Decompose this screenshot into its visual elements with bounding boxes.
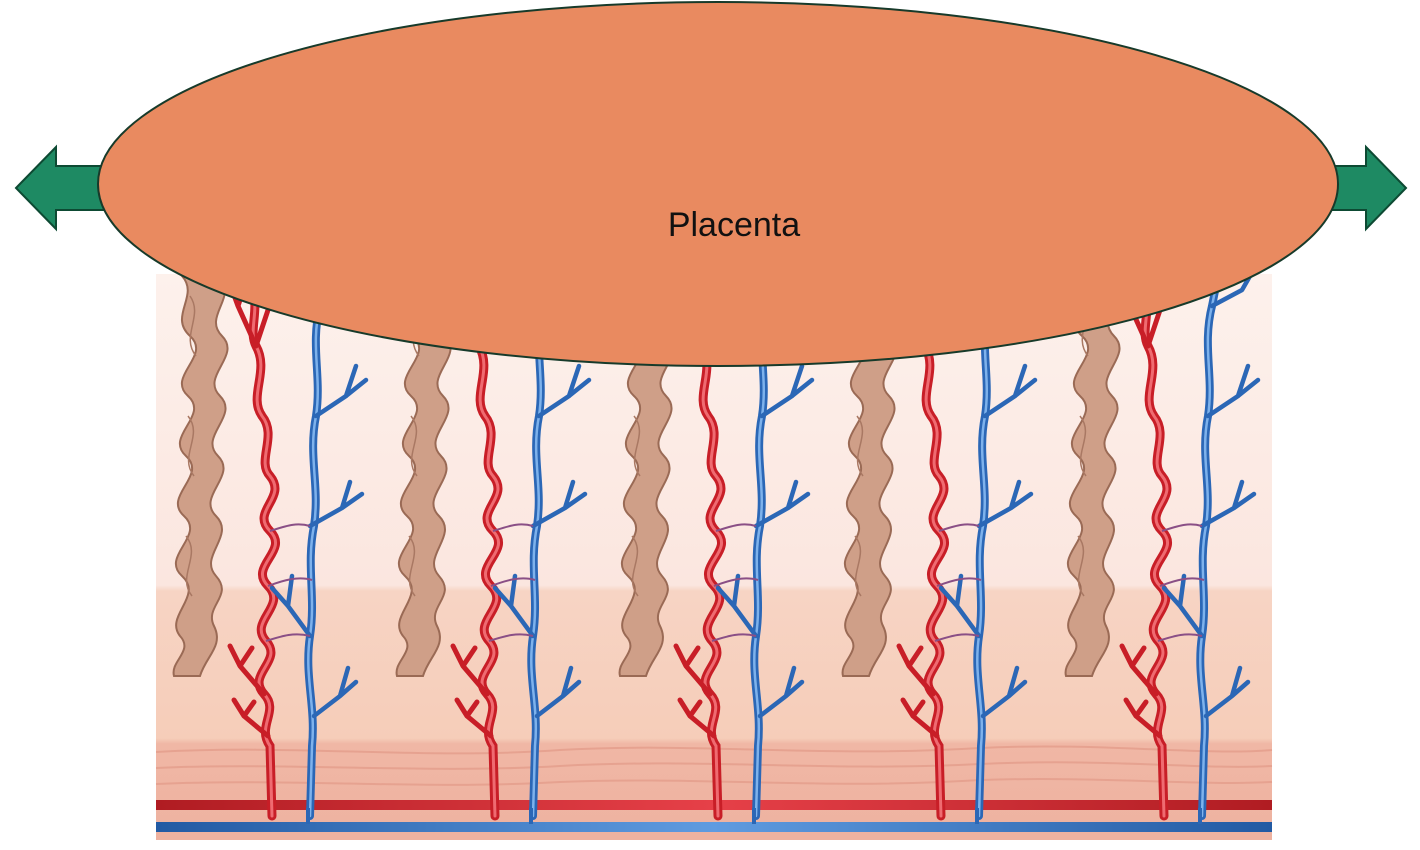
vessel-junction [1198, 808, 1202, 824]
placenta-ellipse [98, 2, 1338, 366]
vessel-junction [306, 808, 310, 824]
basal-vein [156, 822, 1272, 832]
vessel-junction [529, 808, 533, 824]
vessel-junction [752, 808, 756, 824]
placenta-label: Placenta [668, 206, 800, 244]
vessel-junction [975, 808, 979, 824]
